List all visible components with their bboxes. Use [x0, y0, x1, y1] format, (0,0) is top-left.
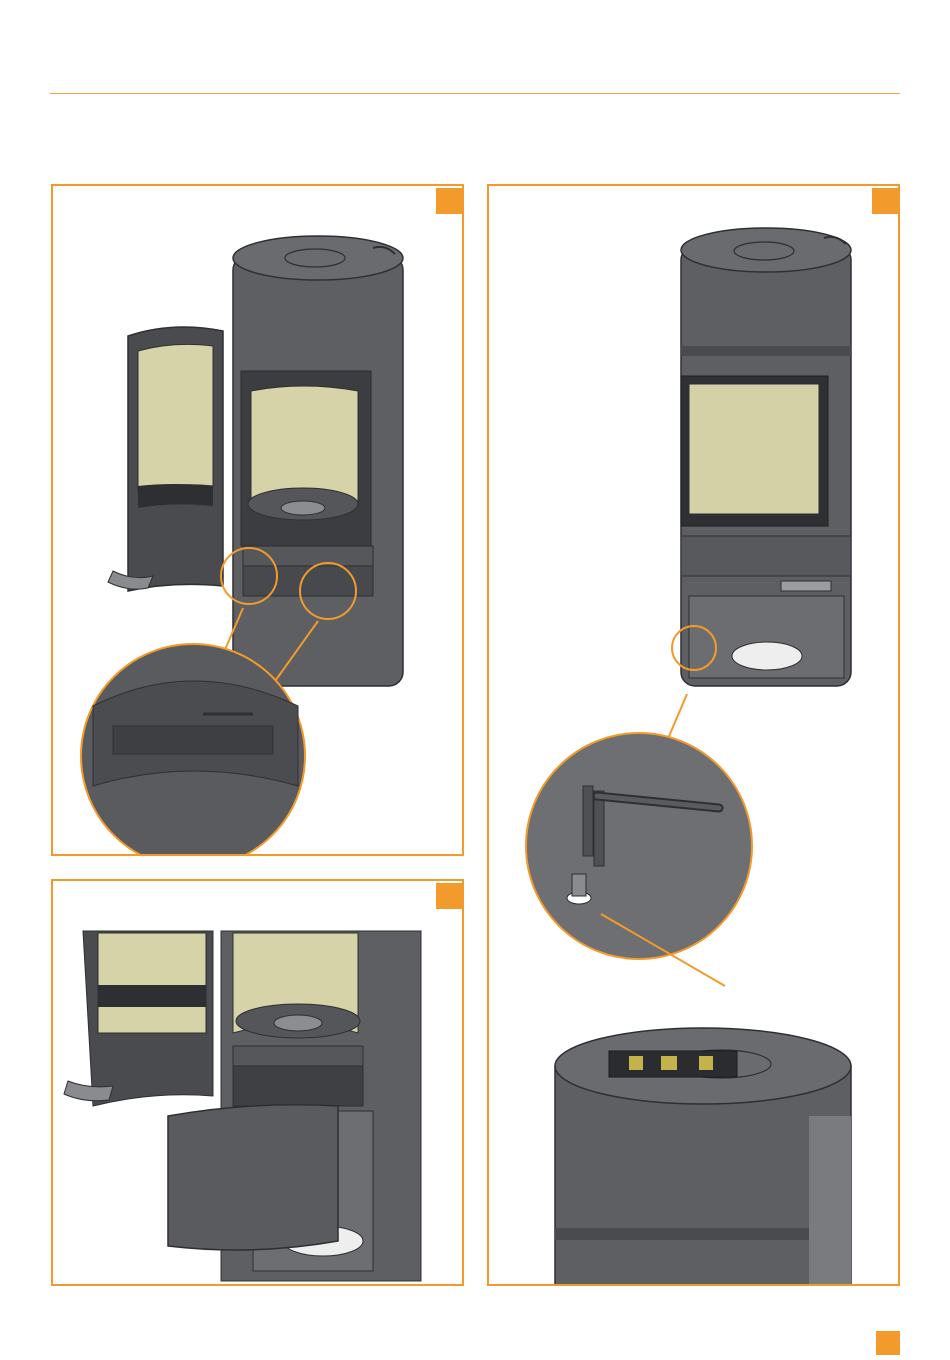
leveling-foot-icon: [572, 874, 586, 896]
panel-step-3: [51, 879, 464, 1286]
step-tag: [872, 188, 898, 214]
header-rule: [50, 93, 900, 94]
page-number-tag: [876, 1331, 900, 1355]
step-tag: [436, 188, 462, 214]
stove-door-open-illustration: [53, 186, 464, 856]
panel-step-2: [487, 184, 900, 1286]
step-tag: [436, 883, 462, 909]
stove-lower-cover-illustration: [53, 881, 464, 1286]
stove-leveling-illustration: [489, 186, 900, 1286]
panel-step-1: [51, 184, 464, 856]
